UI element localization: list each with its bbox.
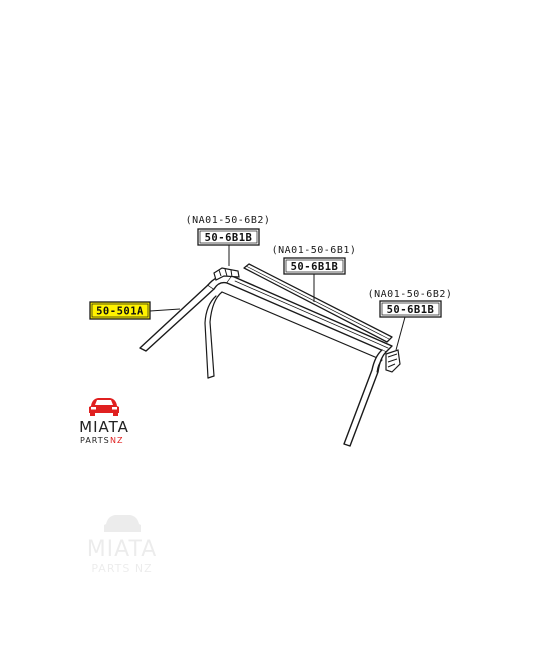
windshield-frame-molding [139,274,393,447]
callout-main-part: 50-501A [89,301,151,320]
logo-brand: MIATA [79,418,129,436]
main-part-code: 50-501A [96,306,144,318]
callout-right-clip: (NA01-50-6B2) 50-6B1B [368,289,453,318]
right-clip [385,349,401,373]
logo-sub-right: NZ [110,436,123,445]
weatherstrip [243,263,393,343]
logo-sub-left: PARTS [80,436,110,445]
strip-ref: (NA01-50-6B1) [272,245,357,256]
car-front-icon [89,398,119,416]
strip-code: 50-6B1B [291,261,339,273]
brand-logo: MIATA PARTS NZ [79,398,129,445]
callout-left-clip: (NA01-50-6B2) 50-6B1B [186,215,271,246]
clip-left-ref: (NA01-50-6B2) [186,215,271,226]
clip-right-ref: (NA01-50-6B2) [368,289,453,300]
clip-left-code: 50-6B1B [205,232,253,244]
callout-strip: (NA01-50-6B1) 50-6B1B [272,245,357,275]
watermark-sub: PARTS NZ [91,562,152,575]
highlight-box [89,301,151,320]
leader-lines [149,244,406,351]
clip-right-code: 50-6B1B [387,304,435,316]
left-clip [213,267,240,281]
watermark-brand: MIATA [87,537,158,562]
watermark: MIATA PARTS NZ [87,515,158,575]
